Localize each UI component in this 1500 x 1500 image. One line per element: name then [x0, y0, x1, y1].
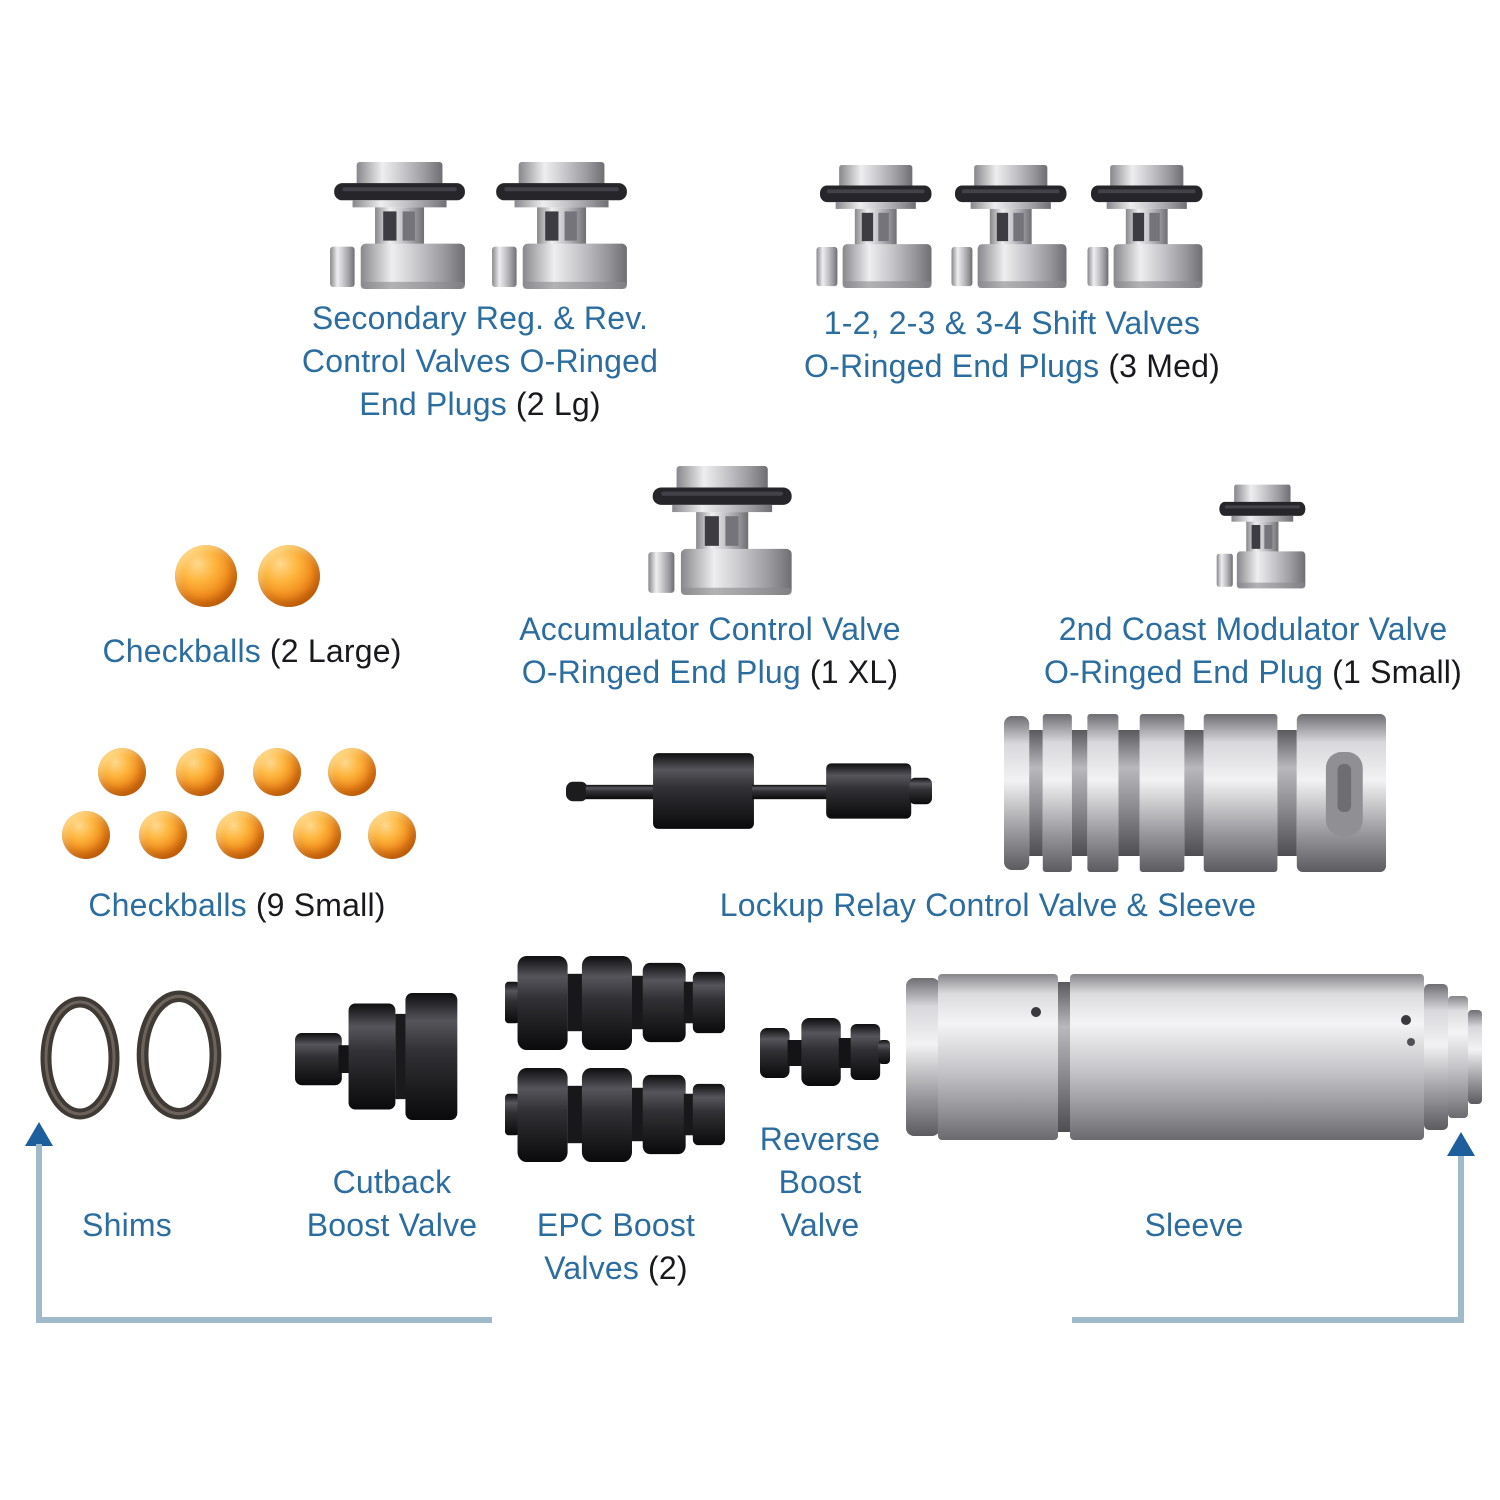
end-plug-medium-image — [951, 164, 1067, 289]
epc-boost-valve-image — [505, 956, 725, 1050]
quantity-text: (3 Med) — [1108, 348, 1220, 384]
checkball-small — [293, 811, 341, 859]
checkball-small — [216, 811, 264, 859]
label-line: 2nd Coast Modulator Valve — [1058, 611, 1448, 647]
label-shift-plugs: 1-2, 2-3 & 3-4 Shift Valves O-Ringed End… — [762, 302, 1262, 388]
label-lockup-valve-sleeve: Lockup Relay Control Valve & Sleeve — [688, 884, 1288, 927]
label-accumulator-plug: Accumulator Control Valve O-Ringed End P… — [460, 608, 960, 694]
lockup-sleeve-image — [1004, 714, 1386, 872]
shim-image — [38, 996, 122, 1120]
quantity-text: (1 XL) — [809, 654, 899, 690]
shim-image — [134, 990, 224, 1120]
checkball-small — [368, 811, 416, 859]
label-line: O-Ringed End Plug(1 XL) — [521, 654, 899, 690]
quantity-text: (2) — [648, 1250, 688, 1286]
checkball-small — [139, 811, 187, 859]
label-line: Boost Valve — [306, 1207, 478, 1243]
label-line: Accumulator Control Valve — [519, 611, 901, 647]
checkball-small — [253, 748, 301, 796]
label-line: Cutback — [332, 1164, 452, 1200]
cutback-boost-valve-image — [295, 993, 458, 1120]
sleeve-arrow-line — [1458, 1154, 1464, 1323]
end-plug-xl-image — [648, 466, 792, 595]
quantity-text: (1 Small) — [1332, 654, 1462, 690]
quantity-text: (2 Large) — [269, 633, 402, 669]
sleeve-image — [906, 974, 1482, 1140]
checkball-small — [62, 811, 110, 859]
sleeve-arrow-line — [1072, 1317, 1464, 1323]
label-line: Sleeve — [1144, 1207, 1244, 1243]
label-reverse-boost-valve: Reverse Boost Valve — [720, 1118, 920, 1247]
label-secondary-plugs: Secondary Reg. & Rev. Control Valves O-R… — [230, 297, 730, 426]
sleeve-arrow-head-icon — [1447, 1132, 1475, 1156]
label-line: O-Ringed End Plugs(3 Med) — [804, 348, 1220, 384]
label-line: Control Valves O-Ringed — [301, 343, 659, 379]
quantity-text: (9 Small) — [255, 887, 386, 923]
label-line: 1-2, 2-3 & 3-4 Shift Valves — [823, 305, 1201, 341]
label-checkballs-large: Checkballs(2 Large) — [52, 630, 452, 673]
label-epc-boost-valves: EPC Boost Valves(2) — [466, 1204, 766, 1290]
label-line: Secondary Reg. & Rev. — [311, 300, 649, 336]
label-cutback-boost-valve: Cutback Boost Valve — [242, 1161, 542, 1247]
label-sleeve: Sleeve — [1094, 1204, 1294, 1247]
checkball-large — [175, 545, 237, 607]
end-plug-small-image — [1216, 484, 1306, 589]
checkball-large — [258, 545, 320, 607]
checkball-small — [328, 748, 376, 796]
shims-arrow-head-icon — [25, 1122, 53, 1146]
label-line: Shims — [82, 1207, 172, 1243]
epc-boost-valve-image — [505, 1068, 725, 1162]
reverse-boost-valve-image — [760, 1018, 890, 1086]
label-line: O-Ringed End Plug(1 Small) — [1044, 654, 1462, 690]
shims-arrow-line — [36, 1317, 492, 1323]
label-line: Valves(2) — [544, 1250, 688, 1286]
label-shims: Shims — [27, 1204, 227, 1247]
label-coast-plug: 2nd Coast Modulator Valve O-Ringed End P… — [1003, 608, 1500, 694]
label-line: EPC Boost — [536, 1207, 696, 1243]
label-line: Reverse — [759, 1121, 881, 1157]
end-plug-medium-image — [816, 164, 932, 289]
label-line: Lockup Relay Control Valve & Sleeve — [719, 887, 1257, 923]
end-plug-medium-image — [1087, 164, 1203, 289]
label-line: Checkballs(2 Large) — [102, 633, 402, 669]
label-line: Boost — [778, 1164, 862, 1200]
shims-arrow-line — [36, 1144, 42, 1322]
label-line: End Plugs(2 Lg) — [359, 386, 601, 422]
end-plug-large-image — [330, 162, 465, 289]
quantity-text: (2 Lg) — [515, 386, 601, 422]
checkball-small — [98, 748, 146, 796]
end-plug-large-image — [492, 162, 627, 289]
label-line: Checkballs(9 Small) — [88, 887, 386, 923]
checkball-small — [176, 748, 224, 796]
label-checkballs-small: Checkballs(9 Small) — [37, 884, 437, 927]
lockup-relay-valve-image — [566, 753, 932, 829]
label-line: Valve — [780, 1207, 860, 1243]
